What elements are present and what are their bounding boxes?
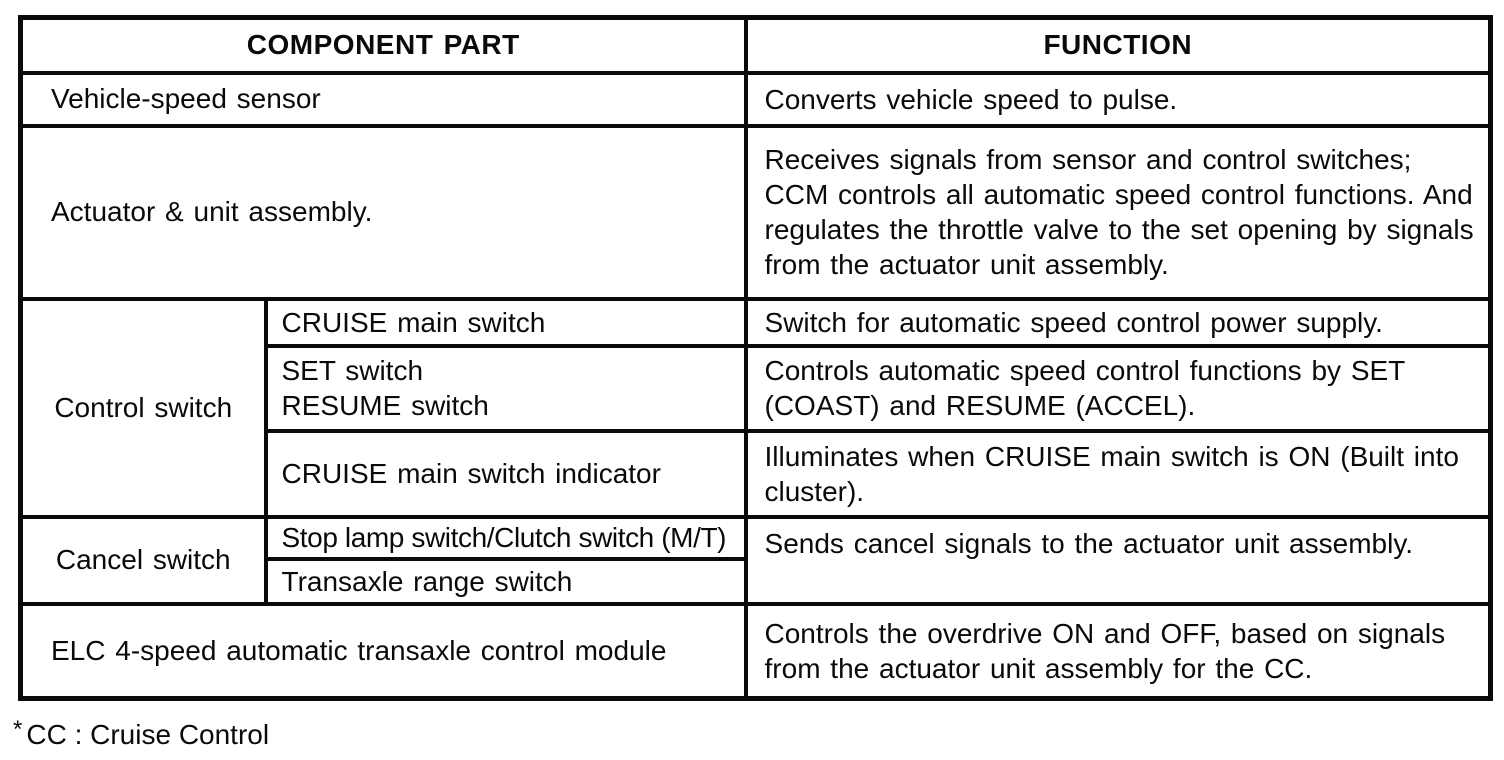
table-row: Vehicle-speed sensor Converts vehicle sp…	[18, 70, 1493, 128]
column-header-function: FUNCTION	[743, 15, 1493, 75]
cell-part-set-resume-switch: SET switch RESUME switch	[263, 343, 748, 433]
cell-part-cruise-main-switch: CRUISE main switch	[263, 296, 748, 348]
cell-function-vehicle-speed-sensor: Converts vehicle speed to pulse.	[743, 70, 1493, 128]
footnote-cc-cruise-control: *CC : Cruise Control	[13, 716, 269, 751]
table-header-row: COMPONENT PART FUNCTION	[18, 15, 1493, 75]
table-row: ELC 4-speed automatic transaxle control …	[18, 601, 1493, 701]
table-row: CRUISE main switch indicator Illuminates…	[21, 428, 1493, 519]
table-row: Transaxle range switch	[21, 556, 1491, 606]
cell-part-elc-transaxle-control-module: ELC 4-speed automatic transaxle control …	[18, 601, 748, 701]
footnote-asterisk: *	[13, 716, 23, 743]
table-row: SET switch RESUME switch Controls automa…	[21, 343, 1493, 433]
cell-part-stop-lamp-clutch-switch: Stop lamp switch/Clutch switch (M/T)	[263, 514, 748, 561]
cell-part-vehicle-speed-sensor: Vehicle-speed sensor	[18, 70, 748, 128]
footnote-text: CC : Cruise Control	[26, 719, 270, 750]
table-row: Cancel switch Stop lamp switch/Clutch sw…	[18, 514, 1493, 606]
cell-function-actuator-unit-assembly: Receives signals from sensor and control…	[743, 123, 1493, 301]
cell-part-cruise-main-switch-indicator: CRUISE main switch indicator	[263, 428, 748, 519]
cell-group-control-switch: Control switch	[18, 296, 268, 519]
table-row: Actuator & unit assembly. Receives signa…	[18, 123, 1493, 301]
component-function-table: COMPONENT PART FUNCTION Vehicle-speed se…	[18, 15, 1494, 701]
cell-function-set-resume-switch: Controls automatic speed control functio…	[743, 343, 1493, 433]
table-row: Control switch CRUISE main switch Switch…	[18, 296, 1493, 519]
cell-part-transaxle-range-switch: Transaxle range switch	[263, 556, 748, 606]
cell-function-cancel-switch: Sends cancel signals to the actuator uni…	[743, 514, 1493, 606]
column-header-component-part: COMPONENT PART	[18, 15, 748, 75]
cell-group-cancel-switch: Cancel switch	[18, 514, 268, 606]
cell-function-elc-transaxle-control-module: Controls the overdrive ON and OFF, based…	[743, 601, 1493, 701]
cell-function-cruise-main-switch-indicator: Illuminates when CRUISE main switch is O…	[743, 428, 1493, 519]
cell-part-actuator-unit-assembly: Actuator & unit assembly.	[18, 123, 748, 301]
cell-function-cruise-main-switch: Switch for automatic speed control power…	[743, 296, 1493, 348]
